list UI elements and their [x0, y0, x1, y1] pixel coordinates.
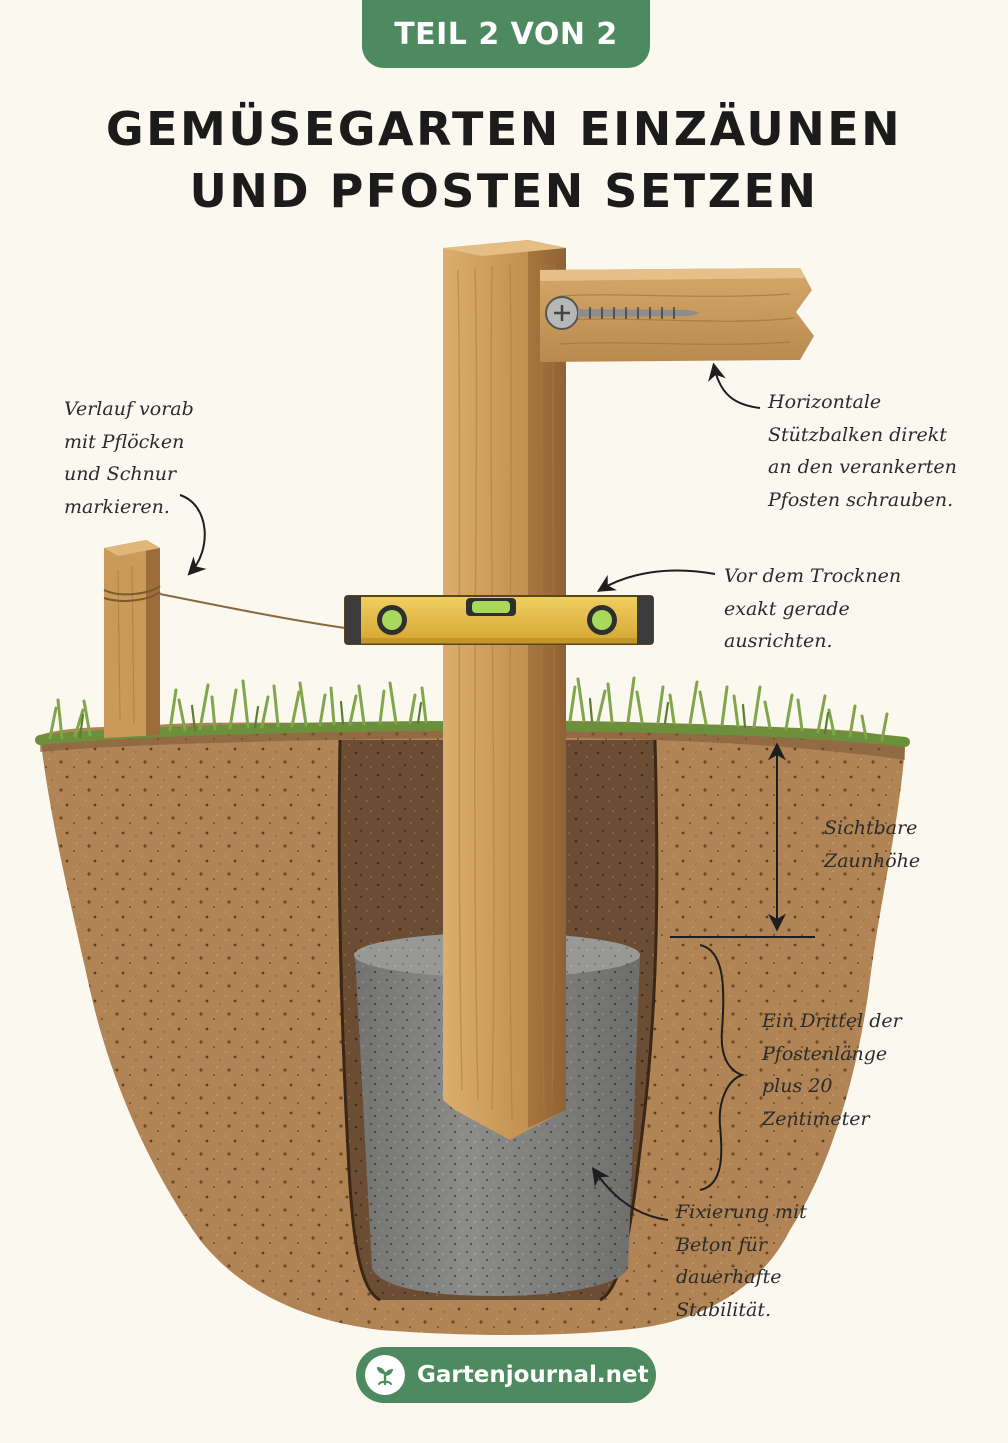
annotation-string-line: Verlauf vorab mit Pflöcken und Schnur ma… — [64, 398, 194, 518]
arrow-level — [596, 569, 716, 592]
site-footer-badge[interactable]: Gartenjournal.net — [356, 1347, 656, 1403]
arrow-beam — [708, 362, 761, 409]
marker-stake — [103, 540, 161, 738]
visible-height-dimension — [670, 742, 815, 938]
site-name: Gartenjournal.net — [417, 1362, 649, 1388]
annotation-support-beam: Horizontale Stützbalken direkt an den ve… — [768, 391, 957, 511]
annotation-depth: Ein Drittel der Pfostenlänge plus 20 Zen… — [762, 1010, 902, 1130]
annotation-visible-height: Sichtbare Zaunhöhe — [824, 817, 921, 872]
arrow-concrete — [591, 1167, 669, 1221]
seedling-icon — [365, 1355, 405, 1395]
screw-icon — [545, 296, 700, 330]
page-title-line1: GEMÜSEGARTEN EINZÄUNEN — [105, 102, 903, 156]
grass-strip — [35, 676, 910, 747]
arrow-string — [179, 494, 207, 576]
string-line — [159, 593, 346, 629]
page-title-line2: UND PFOSTEN SETZEN — [189, 164, 819, 218]
annotation-level: Vor dem Trocknen exakt gerade ausrichten… — [724, 565, 902, 652]
annotation-concrete: Fixierung mit Beton für dauerhafte Stabi… — [676, 1201, 807, 1321]
support-beam — [540, 268, 814, 362]
part-badge: TEIL 2 VON 2 — [362, 0, 650, 68]
depth-bracket — [699, 944, 745, 1191]
wooden-post — [443, 240, 566, 1140]
spirit-level — [344, 595, 654, 645]
